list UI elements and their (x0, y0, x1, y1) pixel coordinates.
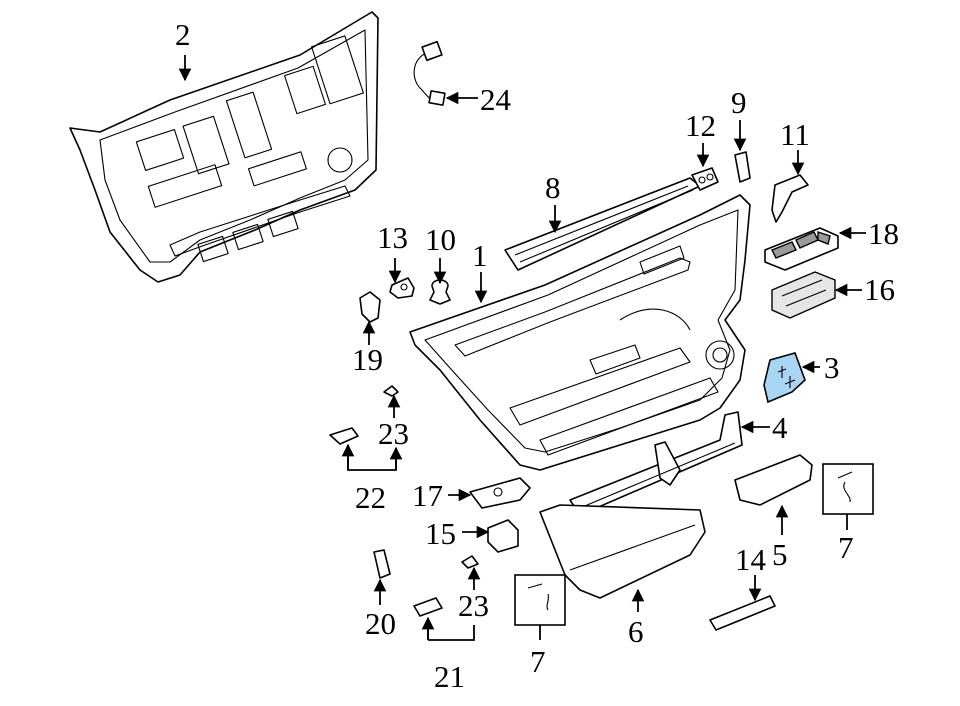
clip-part-20 (373, 549, 391, 579)
push-pin-part (429, 279, 451, 305)
callout-8: 8 (545, 170, 561, 205)
callout-2: 2 (175, 17, 191, 52)
callout-23-upper: 23 (378, 416, 409, 451)
clip-part-21 (413, 597, 443, 617)
pull-cup-part (734, 454, 813, 506)
callout-11: 11 (780, 117, 810, 152)
door-trim-panel-part (409, 194, 751, 471)
callout-20: 20 (365, 606, 396, 641)
callout-6: 6 (628, 614, 644, 649)
callout-labels: 2 24 8 12 9 11 18 16 13 10 1 19 3 4 23 2… (175, 17, 899, 694)
armrest-bracket-part (569, 411, 743, 516)
callout-12: 12 (685, 108, 716, 143)
clip-part-22 (329, 427, 359, 445)
callout-7-right: 7 (838, 530, 854, 565)
callout-15: 15 (425, 516, 456, 551)
clip-part-13 (389, 277, 415, 299)
handle-bracket-part (469, 477, 531, 509)
trim-strip-part-14 (709, 595, 776, 631)
switch-housing-part (487, 519, 519, 553)
inner-door-frame-part (69, 11, 379, 283)
leader-lines (178, 55, 866, 641)
callout-22: 22 (355, 480, 386, 515)
inset-part-7-left (514, 574, 566, 626)
callout-5: 5 (772, 537, 788, 572)
wiring-harness-part (413, 40, 446, 106)
clip-part-12 (691, 167, 719, 191)
switch-bezel-part (771, 271, 836, 319)
callout-7-left: 7 (530, 644, 546, 679)
callout-3: 3 (824, 350, 840, 385)
callout-4: 4 (772, 410, 788, 445)
callout-9: 9 (731, 85, 747, 120)
window-switch-part (764, 227, 839, 271)
bracket-part-11 (771, 174, 809, 223)
callout-17: 17 (412, 478, 443, 513)
clip-part-23-lower (461, 555, 479, 569)
inset-part-7-right (822, 463, 874, 515)
callout-13: 13 (377, 220, 408, 255)
speaker-grille-part (763, 352, 806, 404)
trim-piece-part-9 (734, 151, 751, 183)
callout-10: 10 (425, 222, 456, 257)
callout-16: 16 (864, 272, 895, 307)
callout-23-lower: 23 (458, 588, 489, 623)
callout-24: 24 (480, 82, 512, 117)
clip-part-23-upper (383, 385, 399, 397)
callout-19: 19 (352, 342, 383, 377)
armrest-pad-part (539, 504, 706, 599)
bracket-part-19 (359, 291, 381, 323)
callout-14: 14 (735, 542, 767, 577)
callout-18: 18 (868, 216, 899, 251)
callout-21: 21 (434, 659, 465, 694)
callout-1: 1 (472, 238, 488, 273)
